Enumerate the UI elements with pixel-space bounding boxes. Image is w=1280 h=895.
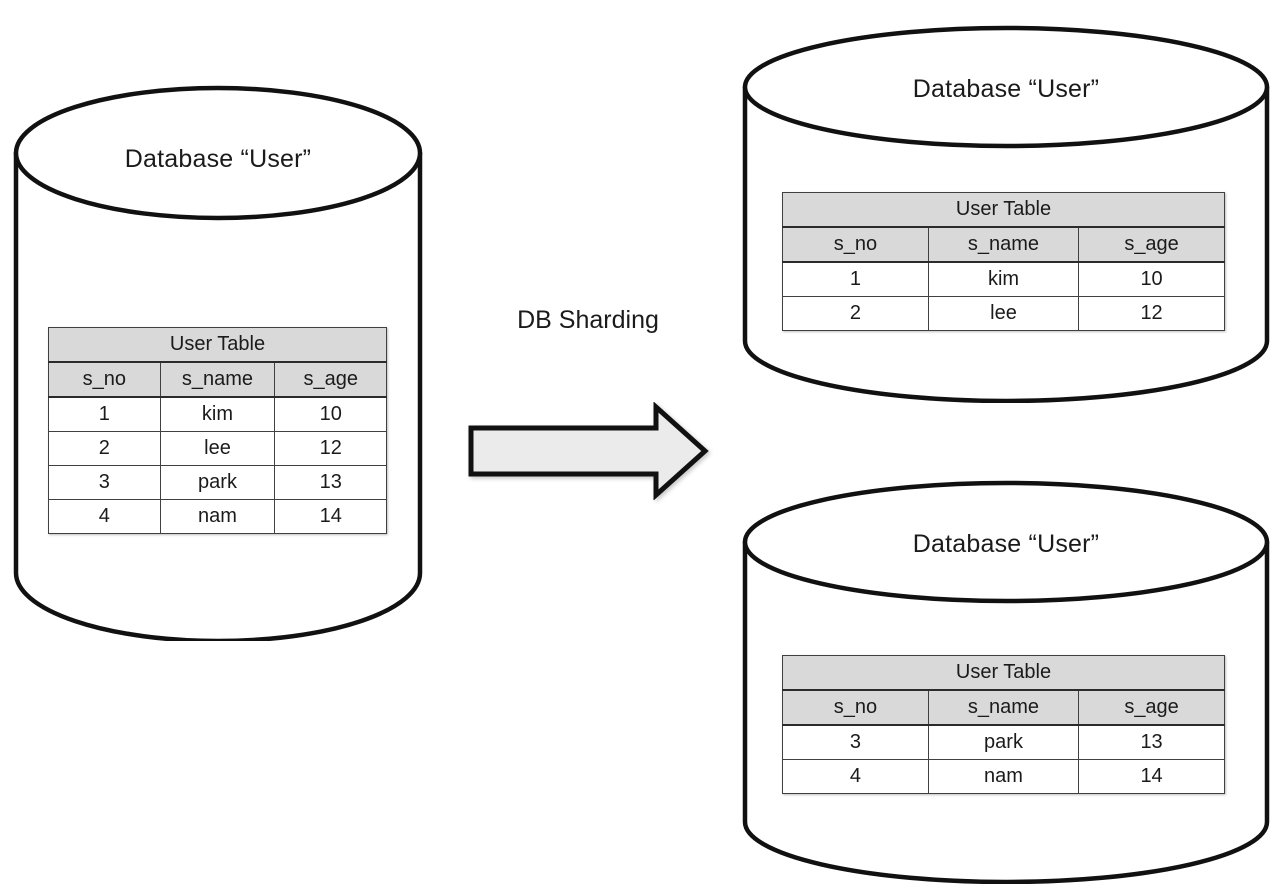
cell-s-name: lee xyxy=(159,431,276,466)
cell-s-name: lee xyxy=(927,296,1080,331)
shard-2-user-table: User Table s_no s_name s_age 3 park 13 4… xyxy=(782,655,1225,794)
column-header-s-name: s_name xyxy=(927,226,1080,263)
shard-2-database-label: Database “User” xyxy=(912,530,1100,558)
cell-s-age: 10 xyxy=(1078,261,1225,297)
table-row: 4 nam 14 xyxy=(782,759,1225,794)
cell-s-no: 1 xyxy=(782,261,929,297)
cell-s-age: 10 xyxy=(274,396,387,432)
cell-s-name: nam xyxy=(927,759,1080,794)
db-sharding-label: DB Sharding xyxy=(517,306,659,334)
cell-s-no: 4 xyxy=(782,759,929,794)
table-title-row: User Table xyxy=(782,192,1225,228)
table-header-row: s_no s_name s_age xyxy=(48,361,387,398)
column-header-s-age: s_age xyxy=(274,361,387,398)
table-row: 3 park 13 xyxy=(782,724,1225,760)
shard-1-user-table: User Table s_no s_name s_age 1 kim 10 2 … xyxy=(782,192,1225,331)
shard-2-cylinder: Database “User” xyxy=(742,480,1270,884)
cell-s-name: kim xyxy=(159,396,276,432)
table-title: User Table xyxy=(48,327,387,363)
sharding-arrow xyxy=(466,402,710,500)
cell-s-name: nam xyxy=(159,499,276,534)
cell-s-age: 14 xyxy=(1078,759,1225,794)
column-header-s-name: s_name xyxy=(927,689,1080,726)
cell-s-age: 12 xyxy=(274,431,387,466)
column-header-s-age: s_age xyxy=(1078,226,1225,263)
shard-1-database-label: Database “User” xyxy=(912,75,1100,103)
cell-s-no: 3 xyxy=(782,724,929,760)
cell-s-no: 2 xyxy=(782,296,929,331)
cell-s-no: 3 xyxy=(48,465,161,500)
table-title: User Table xyxy=(782,655,1225,691)
cell-s-no: 2 xyxy=(48,431,161,466)
column-header-s-no: s_no xyxy=(782,689,929,726)
column-header-s-no: s_no xyxy=(782,226,929,263)
cell-s-name: kim xyxy=(927,261,1080,297)
column-header-s-no: s_no xyxy=(48,361,161,398)
table-title-row: User Table xyxy=(782,655,1225,691)
table-row: 1 kim 10 xyxy=(48,396,387,432)
cell-s-age: 12 xyxy=(1078,296,1225,331)
source-database-label: Database “User” xyxy=(124,145,312,173)
table-row: 4 nam 14 xyxy=(48,499,387,534)
cell-s-age: 14 xyxy=(274,499,387,534)
table-title-row: User Table xyxy=(48,327,387,363)
right-arrow-icon xyxy=(468,402,709,500)
column-header-s-name: s_name xyxy=(159,361,276,398)
cell-s-no: 1 xyxy=(48,396,161,432)
cell-s-name: park xyxy=(927,724,1080,760)
cell-s-no: 4 xyxy=(48,499,161,534)
table-row: 2 lee 12 xyxy=(782,296,1225,331)
table-row: 3 park 13 xyxy=(48,465,387,500)
column-header-s-age: s_age xyxy=(1078,689,1225,726)
cell-s-age: 13 xyxy=(1078,724,1225,760)
table-row: 2 lee 12 xyxy=(48,431,387,466)
table-header-row: s_no s_name s_age xyxy=(782,689,1225,726)
source-user-table: User Table s_no s_name s_age 1 kim 10 2 … xyxy=(48,327,387,534)
cell-s-age: 13 xyxy=(274,465,387,500)
cell-s-name: park xyxy=(159,465,276,500)
table-row: 1 kim 10 xyxy=(782,261,1225,297)
table-title: User Table xyxy=(782,192,1225,228)
table-header-row: s_no s_name s_age xyxy=(782,226,1225,263)
